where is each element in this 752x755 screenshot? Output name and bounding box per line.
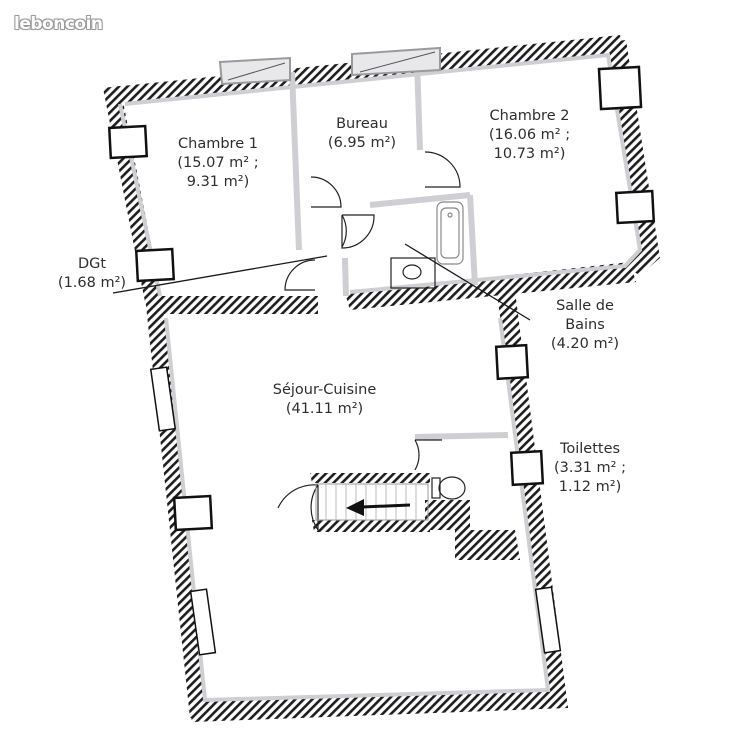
partitions [289,59,509,440]
room-name: Salle de [556,298,614,314]
room-label-salle-de-bains: Salle de Bains (4.20 m²) [540,297,630,354]
room-name: Séjour-Cuisine [272,382,377,398]
room-area-alt: 10.73 m²) [493,146,566,162]
room-area-alt: 9.31 m²) [186,174,250,190]
room-name: Toilettes [559,441,621,457]
windows [107,65,656,656]
bathtub-icon [436,201,464,265]
toilet-icon [431,476,466,500]
room-label-chambre-1: Chambre 1 (15.07 m² ; 9.31 m²) [163,135,273,192]
doors [277,151,461,532]
washbasin-icon [390,257,436,289]
room-name: Bureau [336,116,388,132]
stair-direction-arrow-icon [346,499,411,516]
room-label-toilettes: Toilettes (3.31 m² ; 1.12 m²) [545,440,635,497]
room-label-dgt: DGt (1.68 m²) [52,255,132,293]
room-name-line2: Bains [565,317,605,333]
room-name: Chambre 1 [178,136,258,152]
room-label-chambre-2: Chambre 2 (16.06 m² ; 10.73 m²) [472,107,587,164]
room-area: (4.20 m²) [550,336,620,352]
room-area: (1.68 m²) [57,275,127,291]
room-area: (16.06 m² ; [488,127,571,143]
room-area: (3.31 m² ; [554,460,626,476]
staircase [315,483,429,521]
room-label-bureau: Bureau (6.95 m²) [312,115,412,153]
room-name: Chambre 2 [489,108,570,124]
leader-lines [112,243,531,321]
room-area: (15.07 m² ; [177,155,259,171]
room-area: (6.95 m²) [327,135,397,151]
room-area-alt: 1.12 m²) [558,479,622,495]
room-name: DGt [77,256,107,272]
room-area: (41.11 m²) [285,401,364,417]
room-label-sejour-cuisine: Séjour-Cuisine (41.11 m²) [262,381,387,419]
watermark-logo: leboncoin [14,14,103,34]
